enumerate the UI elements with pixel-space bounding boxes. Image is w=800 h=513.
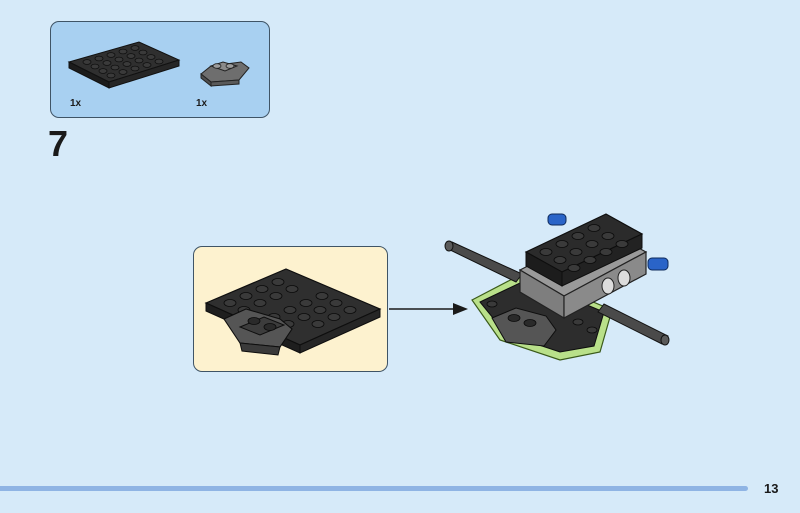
footer-bar: [0, 486, 748, 491]
part-quantity: 1x: [70, 98, 82, 109]
subassembly-illustration: [204, 268, 382, 356]
parts-illustrations: [67, 41, 250, 89]
page-number: 13: [764, 481, 779, 496]
blue-pin: [547, 213, 669, 271]
step-number: 7: [48, 123, 69, 164]
arrow-right-icon: [389, 303, 468, 315]
subassembly-callout: [193, 246, 388, 372]
axle: [444, 240, 670, 346]
gray-angled-plate-icon: [200, 61, 250, 88]
part-quantity: 1x: [196, 98, 208, 109]
black-plate-icon: [67, 41, 181, 89]
parts-list-box: 1x 1x: [50, 21, 270, 118]
